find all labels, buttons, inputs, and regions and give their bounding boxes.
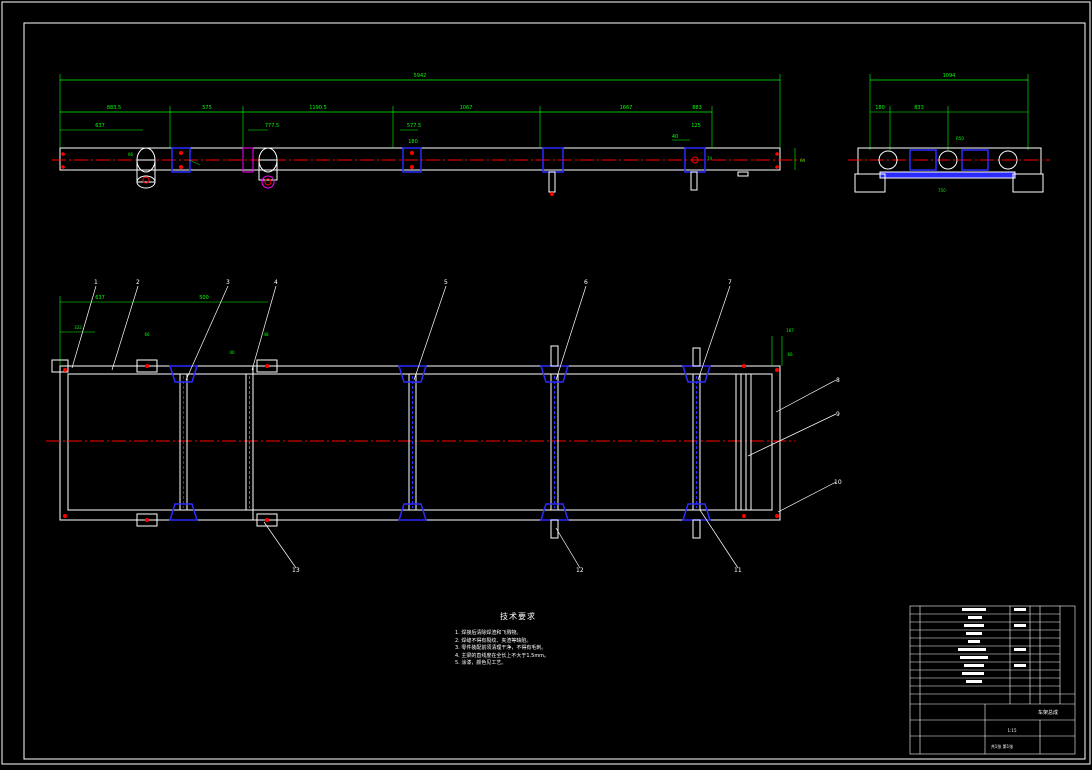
front-seg-dim-3: 1190.5	[309, 105, 327, 111]
technical-note-5: 5. 涂漆，颜色见工艺。	[455, 660, 507, 667]
plan-crossbeam-3	[168, 365, 199, 521]
front-crossmember-a	[171, 147, 201, 173]
callout-5: 5	[444, 279, 448, 286]
front-sub-dim-3: 577.5	[407, 123, 421, 129]
front-sub-dim-6: 40	[672, 134, 678, 140]
title-block-scale: 1:15	[1008, 728, 1017, 733]
side-sub-dim-2: 833	[914, 105, 924, 111]
plan-frame-outer	[59, 365, 781, 521]
front-sub-dim-1: 637	[95, 123, 105, 129]
front-crossmember-d	[542, 147, 564, 196]
front-right-dim: 64	[800, 158, 806, 163]
technical-notes-title: 技术要求	[500, 612, 536, 621]
callout-3: 3	[226, 279, 230, 286]
side-sub-dim-1: 180	[875, 105, 885, 111]
svg-text:500: 500	[199, 295, 209, 301]
callout-13: 13	[292, 567, 300, 574]
plan-crossbeam-6	[539, 345, 570, 539]
callout-10: 10	[834, 479, 842, 486]
callout-2: 2	[136, 279, 140, 286]
side-hole-right	[998, 150, 1018, 170]
callout-6: 6	[584, 279, 588, 286]
front-sub-dim-4: 180	[408, 139, 418, 145]
front-sub-dim-2: 777.5	[265, 123, 279, 129]
plan-end-plates	[735, 374, 752, 510]
front-seg-dim-5: 1667	[620, 105, 633, 111]
plan-callout-numbers: 1 2 3 4 5 6 7 8 9 10 11 12 13	[94, 279, 842, 574]
svg-text:40: 40	[229, 350, 235, 355]
front-right-dim-2: 74	[707, 156, 713, 161]
plan-crossbeam-5	[397, 365, 428, 521]
svg-text:66: 66	[128, 152, 134, 157]
technical-note-2: 2. 焊缝不得有裂纹、夹渣等缺陷。	[455, 637, 532, 644]
svg-text:322: 322	[74, 325, 82, 330]
front-seg-dim-1: 883.5	[107, 105, 121, 111]
callout-4: 4	[274, 279, 278, 286]
plan-frame-inner	[67, 373, 773, 511]
plan-callouts	[71, 285, 837, 569]
title-block	[909, 605, 1076, 755]
title-block-sheet: 共1张 第1张	[991, 743, 1013, 749]
technical-note-3: 3. 零件装配前须清理干净，不得有毛刺。	[455, 645, 547, 652]
front-view: 5942 883.5 575 1190.5 1067 1667 883 637 …	[52, 73, 806, 196]
plan-view: 637 500 322 66 48 40 66 167	[46, 279, 842, 574]
front-beam	[59, 147, 781, 171]
title-block-drawing-name: 车架总成	[1038, 709, 1058, 716]
callout-12: 12	[576, 567, 584, 574]
callout-7: 7	[728, 279, 732, 286]
inner-border	[23, 22, 1086, 760]
front-seg-dim-6: 883	[692, 105, 702, 111]
front-seg-dim-2: 575	[202, 105, 212, 111]
front-crossmember-e	[684, 147, 706, 191]
technical-note-4: 4. 主梁的直线度在全长上不大于1.5mm。	[455, 652, 550, 659]
front-lug-1: 66	[128, 147, 156, 189]
plan-crossbeam-7	[681, 347, 712, 539]
technical-note-1: 1. 焊接后清除焊渣和飞溅物。	[455, 630, 522, 636]
callout-9: 9	[836, 411, 840, 418]
svg-text:66: 66	[144, 332, 150, 337]
callout-11: 11	[734, 567, 742, 574]
callout-8: 8	[836, 377, 840, 384]
front-seg-dim-4: 1067	[460, 105, 473, 111]
technical-notes: 1. 焊接后清除焊渣和飞溅物。 2. 焊缝不得有裂纹、夹渣等缺陷。 3. 零件装…	[455, 630, 549, 668]
front-lug-2	[258, 147, 278, 189]
side-view: 1094 180 833 R50 750	[848, 73, 1050, 193]
front-sub-dim-5: 125	[691, 123, 701, 129]
svg-text:48: 48	[263, 332, 269, 337]
front-crossmember-c	[402, 147, 422, 173]
svg-text:R50: R50	[956, 136, 964, 141]
svg-text:637: 637	[95, 295, 105, 301]
plan-crossbeam-4	[245, 366, 254, 520]
svg-text:66: 66	[787, 352, 793, 357]
front-crossmember-b	[242, 147, 254, 173]
svg-text:167: 167	[786, 328, 794, 333]
side-hole-left	[878, 150, 898, 170]
title-block-fills	[958, 608, 1026, 683]
front-overall-dim: 5942	[414, 73, 427, 79]
side-hole-center	[938, 150, 958, 170]
side-overall-dim: 1094	[943, 73, 956, 79]
callout-1: 1	[94, 279, 98, 286]
svg-text:750: 750	[938, 188, 946, 193]
